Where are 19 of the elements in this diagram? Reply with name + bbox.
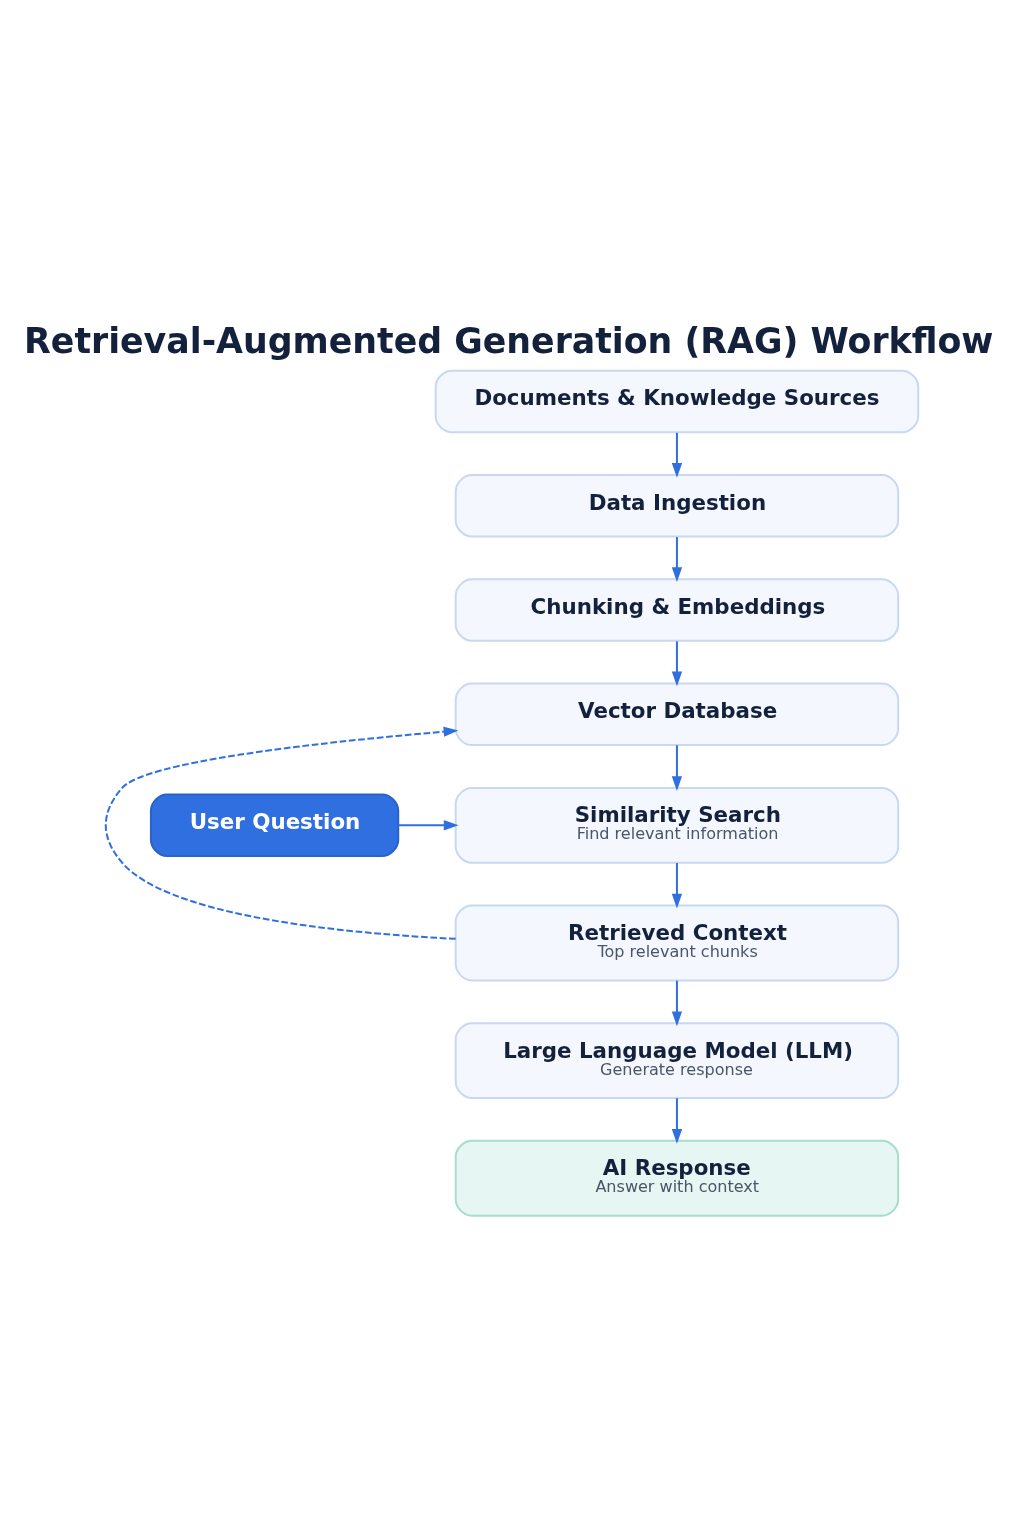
node-box: AI Response Answer with context	[454, 1139, 900, 1217]
node-box: Data Ingestion	[454, 473, 900, 538]
node-box: Retrieved Context Top relevant chunks	[454, 904, 900, 981]
arrow	[671, 980, 683, 1026]
arrow	[671, 862, 683, 908]
diagram-title: Retrieval-Augmented Generation (RAG) Workflow	[24, 320, 994, 361]
node-box: Vector Database	[454, 682, 900, 746]
arrow	[671, 1097, 683, 1144]
node-box: Chunking & Embeddings	[454, 577, 900, 642]
node-box: Similarity Search Find relevant information	[454, 786, 900, 864]
arrow	[398, 819, 459, 830]
node-box: User Question	[149, 793, 400, 857]
arrow	[671, 744, 683, 791]
arrow	[104, 726, 459, 940]
arrow	[671, 640, 683, 686]
arrow	[671, 432, 683, 478]
arrow	[671, 536, 683, 582]
node-box: Large Language Model (LLM) Generate response	[454, 1021, 900, 1099]
node-box: Documents & Knowledge Sources	[434, 369, 920, 433]
